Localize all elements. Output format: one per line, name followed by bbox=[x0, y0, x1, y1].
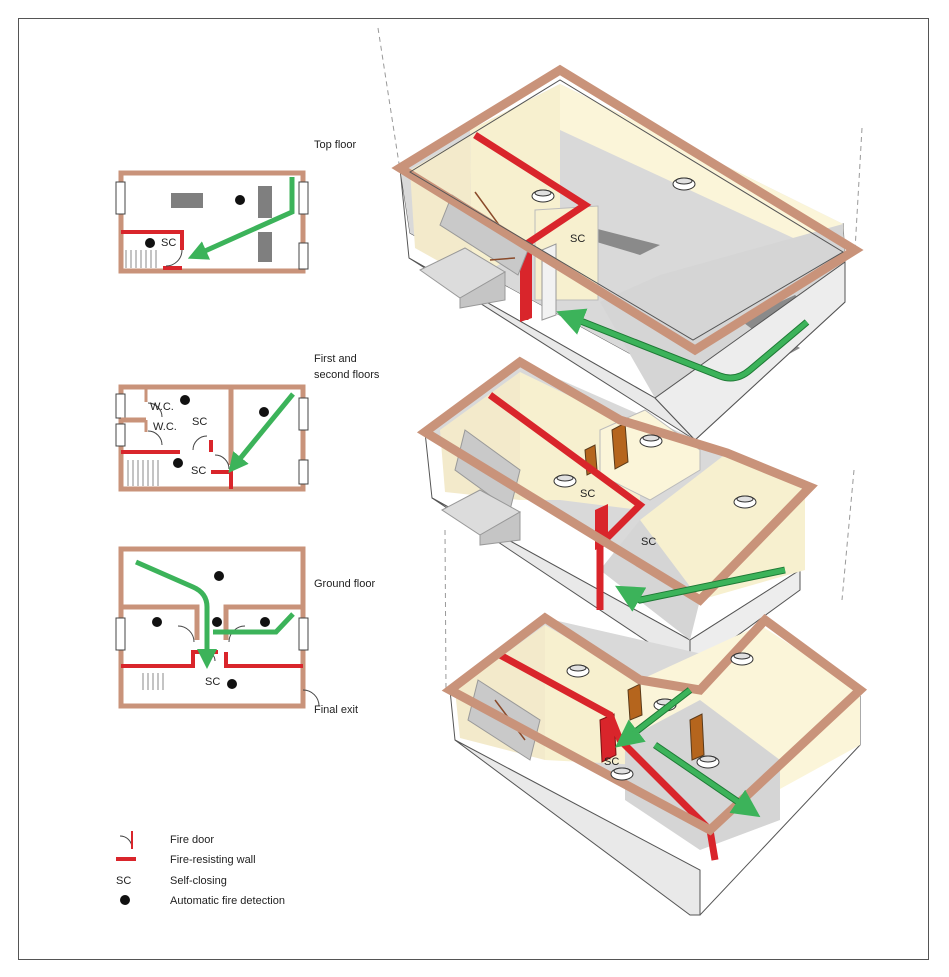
ground-plan-sc-label: SC bbox=[205, 676, 220, 688]
top-floor-plan: SC bbox=[115, 170, 309, 274]
ground-floor-label: Ground floor bbox=[314, 578, 375, 590]
iso-ground-floor: SC bbox=[441, 612, 868, 916]
legend-fire-door-icon bbox=[119, 835, 133, 849]
legend-fire-door: Fire door bbox=[170, 834, 214, 846]
wc1-label: W.C. bbox=[150, 401, 174, 413]
legend-detection-icon bbox=[120, 895, 130, 905]
first-floor-label-1: First and bbox=[314, 353, 357, 365]
legend-fire-wall: Fire-resisting wall bbox=[170, 854, 256, 866]
top-plan-sc-label: SC bbox=[161, 237, 176, 249]
legend-sc-symbol: SC bbox=[116, 875, 131, 887]
legend: Fire door Fire-resisting wall SC Self-cl… bbox=[116, 831, 285, 907]
legend-self-closing: Self-closing bbox=[170, 875, 227, 887]
iso-mid-sc-label: SC bbox=[580, 488, 595, 500]
legend-detection: Automatic fire detection bbox=[170, 895, 285, 907]
iso-ground-sc-label: SC bbox=[604, 756, 619, 768]
iso-mid-sc-label-2: SC bbox=[641, 536, 656, 548]
iso-top-sc-label: SC bbox=[570, 233, 585, 245]
top-floor-label: Top floor bbox=[314, 139, 357, 151]
final-exit-label: Final exit bbox=[314, 704, 358, 716]
iso-middle-floor: SC SC bbox=[416, 356, 818, 671]
figure-frame bbox=[18, 18, 929, 960]
iso-top-floor: SC bbox=[391, 64, 864, 441]
first-second-floor-plan: W.C. W.C. SC SC bbox=[115, 384, 309, 492]
first-floor-label-2: second floors bbox=[314, 369, 380, 381]
ground-floor-plan: SC bbox=[115, 546, 320, 709]
wc2-label: W.C. bbox=[153, 421, 177, 433]
mid-plan-sc-label: SC bbox=[192, 416, 207, 428]
mid-plan-sc-label-2: SC bbox=[191, 465, 206, 477]
